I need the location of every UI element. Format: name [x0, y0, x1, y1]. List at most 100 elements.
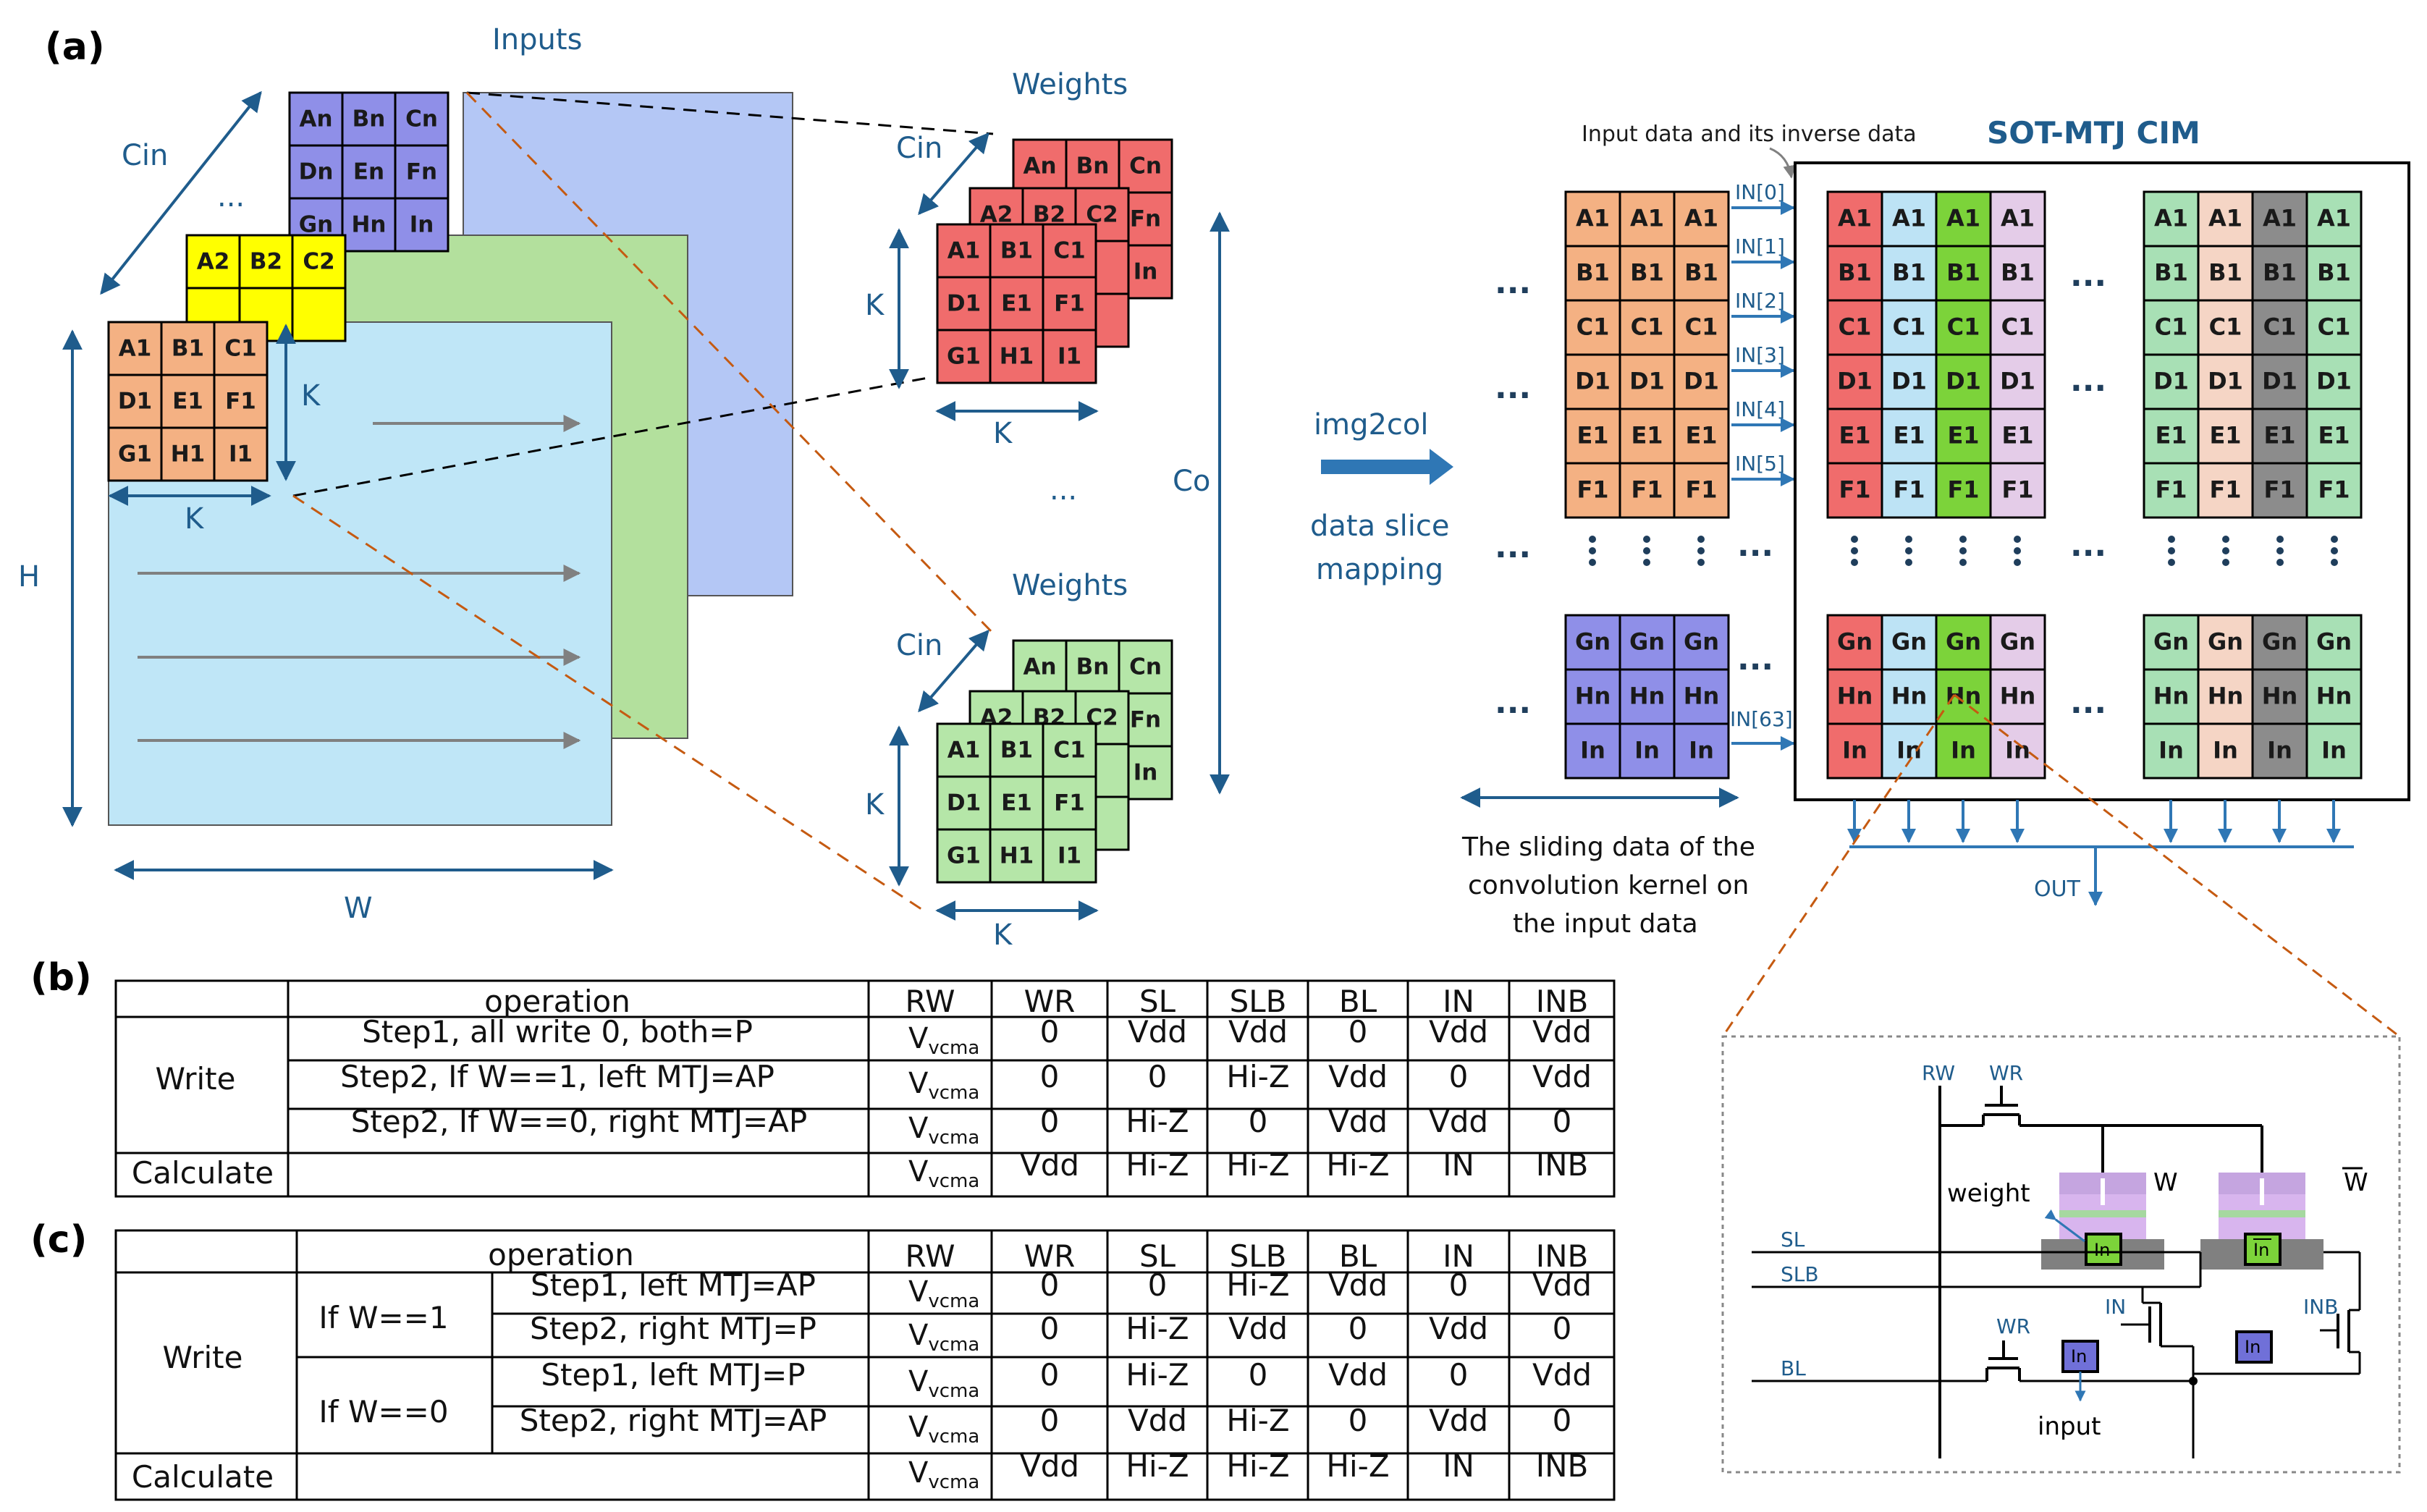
cell-label: B1 [1946, 259, 1980, 287]
ellipsis-mark: ... [1737, 527, 1773, 564]
cell-label: F1 [1839, 476, 1870, 504]
cin-dimension-arrow [918, 629, 989, 713]
cell-label: A1 [1684, 205, 1718, 232]
sl-label: SL [1781, 1228, 1805, 1251]
cell-label: B1 [1892, 259, 1926, 287]
cell-label: D1 [947, 790, 981, 816]
cell-label: F1 [2155, 476, 2187, 504]
cell-label: E1 [1893, 422, 1925, 449]
kernel-cell [936, 276, 992, 331]
table-cell: Hi-Z [1226, 1448, 1289, 1484]
table-cell: 0 [1249, 1357, 1268, 1393]
table-cell: Vvcma [908, 1112, 979, 1149]
cim-cell [2197, 462, 2254, 519]
vertical-ellipsis [1697, 559, 1705, 566]
table-cell: Vdd [1328, 1059, 1388, 1094]
cell-label: A1 [1892, 205, 1926, 232]
cim-cell [1881, 462, 1938, 519]
ellipsis-mark: ... [2070, 684, 2106, 721]
ellipsis: ... [217, 180, 245, 214]
cell-label: C1 [1577, 313, 1610, 341]
table-cell: 0 [1553, 1403, 1572, 1438]
table-cell: Vdd [1429, 1014, 1488, 1049]
weight-label: weight [1947, 1179, 2030, 1208]
cin-label: Cin [896, 132, 942, 165]
table-cell: Hi-Z [1226, 1403, 1289, 1438]
kernel-cell [989, 223, 1044, 279]
cell-label: B2 [250, 249, 282, 275]
cim-cell [2251, 190, 2308, 248]
table-header: WR [1024, 984, 1076, 1019]
cell-label: B1 [2001, 259, 2035, 287]
projection-line [292, 494, 929, 915]
cell-label: C1 [2155, 313, 2188, 341]
cell-label: C1 [2318, 313, 2351, 341]
cell-label: I1 [1058, 843, 1081, 869]
table-cell: Vvcma [908, 1022, 979, 1059]
cell-label: F1 [2001, 476, 2033, 504]
table-cell: Vvcma [908, 1411, 979, 1448]
kernel-cell [341, 144, 397, 200]
cim-cell [1826, 353, 1883, 410]
cell-label: Hn [2208, 683, 2244, 710]
table-cell: Hi-Z [1126, 1311, 1189, 1346]
vertical-ellipsis [2168, 547, 2175, 554]
in-cell-label: In [2094, 1240, 2110, 1260]
k-label: K [993, 417, 1013, 450]
vertical-ellipsis [2014, 559, 2021, 566]
input-col-cell [1564, 462, 1621, 519]
table-cell: Vdd [1328, 1104, 1388, 1139]
k-label: K [865, 788, 885, 822]
ellipsis-mark: ... [2070, 257, 2106, 294]
kernel-cell [107, 426, 163, 482]
table-header: operation [488, 1237, 634, 1272]
ellipsis-mark: ... [1495, 369, 1531, 406]
vertical-ellipsis [2222, 536, 2229, 543]
input-bar-cell [2235, 1330, 2273, 1364]
table-cell: Vdd [1328, 1267, 1388, 1303]
table-cell: Vvcma [908, 1155, 979, 1192]
kernel-cell [291, 234, 347, 290]
bl-label: BL [1781, 1356, 1806, 1380]
cell-label: Dn [299, 159, 334, 185]
input-col-cell [1618, 668, 1676, 725]
cell-label: Hn [2153, 683, 2190, 710]
in-line-label: IN[0] [1735, 180, 1785, 204]
cell-label: In [1580, 737, 1605, 764]
sliding-caption-3: the input data [1513, 909, 1698, 939]
kernel-cell [1042, 722, 1097, 778]
cim-cell [2143, 668, 2200, 725]
condition-label: If W==0 [318, 1394, 448, 1429]
in-line-label: IN[2] [1735, 289, 1785, 313]
cell-label: D1 [947, 291, 981, 317]
cell-label: B1 [172, 336, 204, 362]
cell-label: Gn [1946, 628, 1981, 656]
input-col-cell [1673, 668, 1730, 725]
cell-label: C1 [1053, 738, 1085, 764]
panel-label-a: (a) [45, 25, 105, 69]
cell-label: In [2158, 737, 2184, 764]
bitcell-circuit: RW WR In W weight In W S [1721, 1035, 2401, 1474]
cell-label: B1 [1838, 259, 1872, 287]
cim-cell [2197, 299, 2254, 356]
kernel-cell [394, 91, 449, 147]
vertical-ellipsis [2014, 547, 2021, 554]
table-cell: Vdd [1128, 1014, 1187, 1049]
table-cell: 0 [1553, 1104, 1572, 1139]
table-c [114, 1229, 1616, 1501]
cell-label: E1 [1839, 422, 1870, 449]
row-group-label: Write [163, 1340, 243, 1375]
cell-label: Bn [1076, 654, 1110, 680]
cell-label: D1 [1837, 368, 1873, 395]
cim-array-frame [1794, 161, 2410, 801]
w-label: W [344, 892, 373, 925]
vertical-ellipsis [1643, 536, 1650, 543]
table-cell: Vdd [1532, 1014, 1592, 1049]
cim-cell [1935, 614, 1992, 671]
projection-line [466, 91, 994, 135]
